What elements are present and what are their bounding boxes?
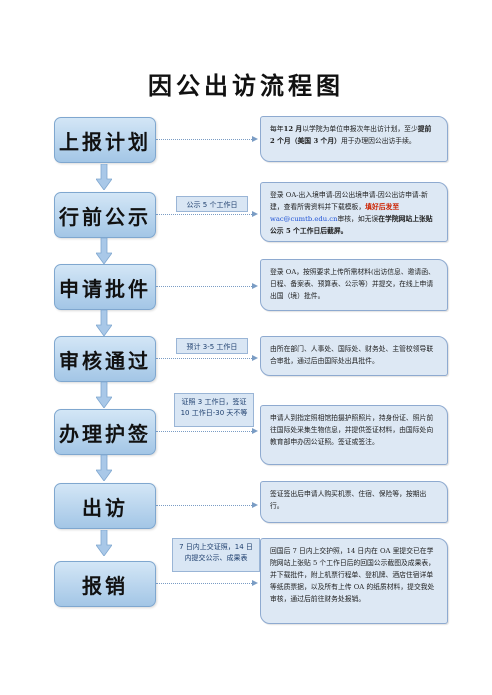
down-arrow-icon [96, 238, 112, 264]
desc-text: 用于办理因公出访手续。 [340, 137, 416, 145]
desc-text: 每年 [270, 125, 284, 133]
down-arrow-icon [96, 382, 112, 408]
step-passport-visa: 办理护签 [54, 409, 156, 455]
desc-text: 登录 OA-出入境申请-因公出境申请-因公出访申请-新建，查看所需资料并下载模板… [270, 191, 428, 211]
desc-apply-approval: 登录 OA，按照要求上传所需材料(出访信息、邀请函、日程、备案表、预算表、公示等… [260, 259, 448, 311]
connector-arrowhead [252, 136, 258, 142]
step-review-passed: 审核通过 [54, 336, 156, 382]
desc-text: 以学院为单位申报次年出访计划，至少 [302, 125, 418, 133]
connector-line [156, 214, 252, 215]
desc-bold-text: 在学院网站上张贴公示 5 个工作日后截屏。 [270, 215, 433, 235]
connector-arrowhead [252, 283, 258, 289]
connector-line [156, 358, 252, 359]
step-pre-trip-publicity: 行前公示 [54, 192, 156, 238]
desc-pre-trip-publicity: 登录 OA-出入境申请-因公出境申请-因公出访申请-新建，查看所需资料并下载模板… [260, 182, 448, 242]
desc-bold-text: 12 月 [283, 125, 303, 133]
down-arrow-icon [96, 455, 112, 481]
note-passport-visa-duration: 证照 3 工作日，签证 10 工作日-30 天不等 [174, 393, 254, 427]
desc-review-passed: 由所在部门、人事处、国际处、财务处、主管校领导联合审批，通过后由国际处出具批件。 [260, 336, 448, 376]
connector-arrowhead [252, 428, 258, 434]
step-submit-plan: 上报计划 [54, 117, 156, 163]
note-publicity-duration: 公示 5 个工作日 [176, 196, 248, 212]
connector-arrowhead [252, 502, 258, 508]
connector-line [156, 286, 252, 287]
step-departure: 出访 [54, 483, 156, 529]
desc-submit-plan: 每年12 月以学院为单位申报次年出访计划，至少提前 2 个月（美国 3 个月）用… [260, 116, 448, 162]
down-arrow-icon [96, 164, 112, 190]
desc-departure: 签证签出后申请人购买机票、住宿、保险等，按期出行。 [260, 481, 448, 523]
connector-arrowhead [252, 211, 258, 217]
desc-passport-visa: 申请人到指定照相馆拍摄护照照片，持身份证、照片前往国际处采集生物信息，并提供签证… [260, 405, 448, 465]
connector-line [156, 505, 252, 506]
connector-line [156, 139, 252, 140]
connector-arrowhead [252, 355, 258, 361]
step-reimbursement: 报销 [54, 561, 156, 607]
connector-line [156, 431, 252, 432]
page-title: 因公出访流程图 [148, 72, 344, 100]
email-link[interactable]: wac@cumtb.edu.cn [270, 215, 338, 223]
step-apply-approval: 申请批件 [54, 264, 156, 310]
desc-text: 审核，如无误 [337, 215, 379, 223]
connector-arrowhead [252, 580, 258, 586]
desc-highlight-text: 填好后发至 [365, 203, 400, 211]
connector-line [156, 583, 252, 584]
desc-reimbursement: 回国后 7 日内上交护照，14 日内在 OA 里提交已在学院网站上张贴 5 个工… [260, 538, 448, 624]
down-arrow-icon [96, 530, 112, 556]
down-arrow-icon [96, 310, 112, 336]
desc-bold-text: 提前 2 个月（美国 3 个月） [270, 125, 432, 145]
note-review-duration: 预计 3-5 工作日 [176, 338, 248, 354]
note-reimburse-deadline: 7 日内上交证照，14 日内提交公示、成果表 [172, 538, 260, 572]
